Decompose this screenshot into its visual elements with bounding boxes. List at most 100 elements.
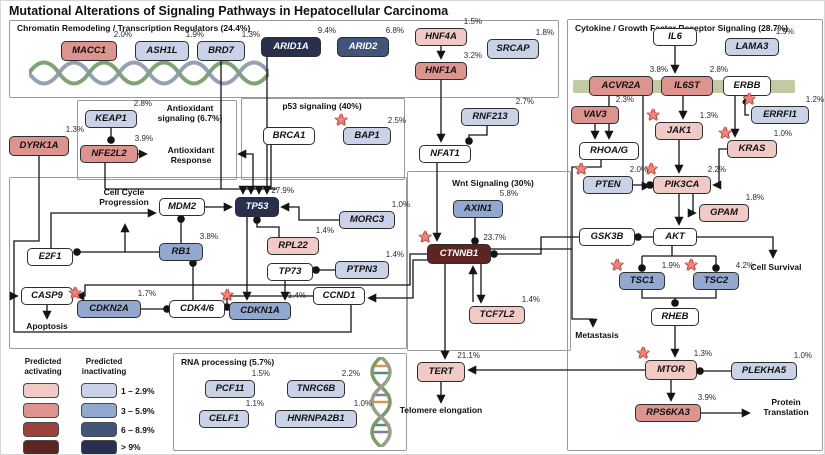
gene-label: GSK3B — [590, 231, 624, 243]
gene-label: RNF213 — [472, 111, 508, 123]
pct-label: 2.2% — [707, 165, 726, 174]
pct-label: 23.7% — [483, 233, 506, 242]
gene-label: MORC3 — [349, 214, 385, 226]
gene-label: ACVR2A — [601, 80, 641, 92]
legend-swatch-activating-2 — [23, 403, 59, 418]
pct-label: 6.8% — [385, 26, 404, 35]
gene-label: RPL22 — [278, 240, 308, 252]
gene-label: SRCAP — [496, 43, 530, 55]
gene-label: NFE2L2 — [91, 148, 127, 160]
gene-node-rhoa-g: RHOA/G — [579, 142, 639, 160]
pct-label: 1.2% — [805, 95, 824, 104]
gene-label: MACC1 — [72, 45, 106, 57]
legend-header-inactivating: Predicted inactivating — [81, 357, 127, 376]
rna-helix-icon — [370, 357, 392, 447]
gene-node-lama3: LAMA3 1.9% — [725, 28, 794, 56]
gene-node-morc3: MORC3 1.0% — [339, 201, 410, 229]
pct-label: 2.2% — [341, 369, 360, 378]
pct-label: 1.0% — [793, 351, 812, 360]
legend-swatch-activating-4 — [23, 440, 59, 454]
mutation-star-icon: ★ — [718, 125, 733, 142]
gene-label: TSC2 — [703, 275, 729, 287]
legend-range-2: 3 – 5.9% — [121, 406, 155, 416]
gene-label: TP53 — [245, 201, 269, 213]
gene-label: LAMA3 — [735, 41, 769, 53]
gene-label: BRCA1 — [272, 130, 306, 142]
pct-label: 3.8% — [649, 65, 668, 74]
gene-label: GPAM — [710, 207, 738, 219]
section-label-rna: RNA processing (5.7%) — [181, 357, 275, 367]
pct-label: 27.9% — [271, 186, 294, 195]
section-box-cytokine — [567, 19, 823, 451]
legend-range-4: > 9% — [121, 442, 141, 452]
gene-label: ARID1A — [273, 41, 309, 53]
section-label-antioxidant: Antioxidant signaling (6.7%) — [157, 103, 223, 123]
pct-label: 21.1% — [457, 351, 480, 360]
gene-label: TCF7L2 — [479, 309, 515, 321]
gene-node-e2f1: E2F1 — [27, 248, 73, 266]
legend-swatch-inactivating-4 — [81, 440, 117, 454]
gene-label: JAK1 — [666, 125, 692, 137]
annotation-telomere-elongation: Telomere elongation — [399, 405, 483, 415]
legend-range-1: 1 – 2.9% — [121, 386, 155, 396]
pct-label: 3.2% — [463, 51, 482, 60]
pct-label: 1.0% — [391, 200, 410, 209]
gene-node-nfat1: NFAT1 — [419, 145, 471, 163]
pct-label: 1.3% — [65, 125, 84, 134]
gene-label: RHEB — [661, 311, 689, 323]
pct-label: 2.0% — [629, 165, 648, 174]
gene-node-erbb: ERBB — [723, 76, 771, 96]
gene-label: CCND1 — [322, 290, 356, 302]
annotation-apoptosis: Apoptosis — [26, 321, 68, 331]
pct-label: 9.4% — [317, 26, 336, 35]
gene-node-gsk3b: GSK3B — [579, 228, 635, 246]
mutation-star-icon: ★ — [646, 107, 661, 124]
mutation-star-icon: ★ — [418, 229, 433, 246]
section-box-rna — [173, 353, 407, 451]
gene-node-arid1a: ARID1A 9.4% — [261, 27, 336, 57]
annotation-cell-survival: Cell Survival — [750, 262, 802, 272]
pct-label: 5.8% — [499, 189, 518, 198]
pct-label: 1.5% — [463, 17, 482, 26]
gene-label: PCF11 — [215, 383, 245, 395]
pct-label: 1.0% — [353, 399, 372, 408]
pct-label: 1.9% — [661, 261, 680, 270]
mutation-star-icon: ★ — [334, 112, 349, 129]
gene-label: IL6 — [668, 31, 682, 43]
section-box-chromatin — [9, 20, 559, 98]
pct-label: 1.3% — [699, 111, 718, 120]
gene-label: IL6ST — [674, 80, 700, 92]
pct-label: 2.8% — [709, 65, 728, 74]
mutation-star-icon: ★ — [68, 285, 83, 302]
mutation-star-icon: ★ — [684, 257, 699, 274]
pct-label: 2.5% — [387, 116, 406, 125]
gene-label: TERT — [428, 366, 454, 378]
gene-label: PTEN — [595, 179, 621, 191]
pct-label: 2.8% — [133, 99, 152, 108]
section-label-chromatin: Chromatin Remodeling / Transcription Reg… — [17, 23, 251, 33]
gene-label: NFAT1 — [430, 148, 460, 160]
pct-label: 1.9% — [775, 27, 794, 36]
pct-label: 3.8% — [199, 232, 218, 241]
gene-label: ERRFI1 — [763, 109, 797, 121]
